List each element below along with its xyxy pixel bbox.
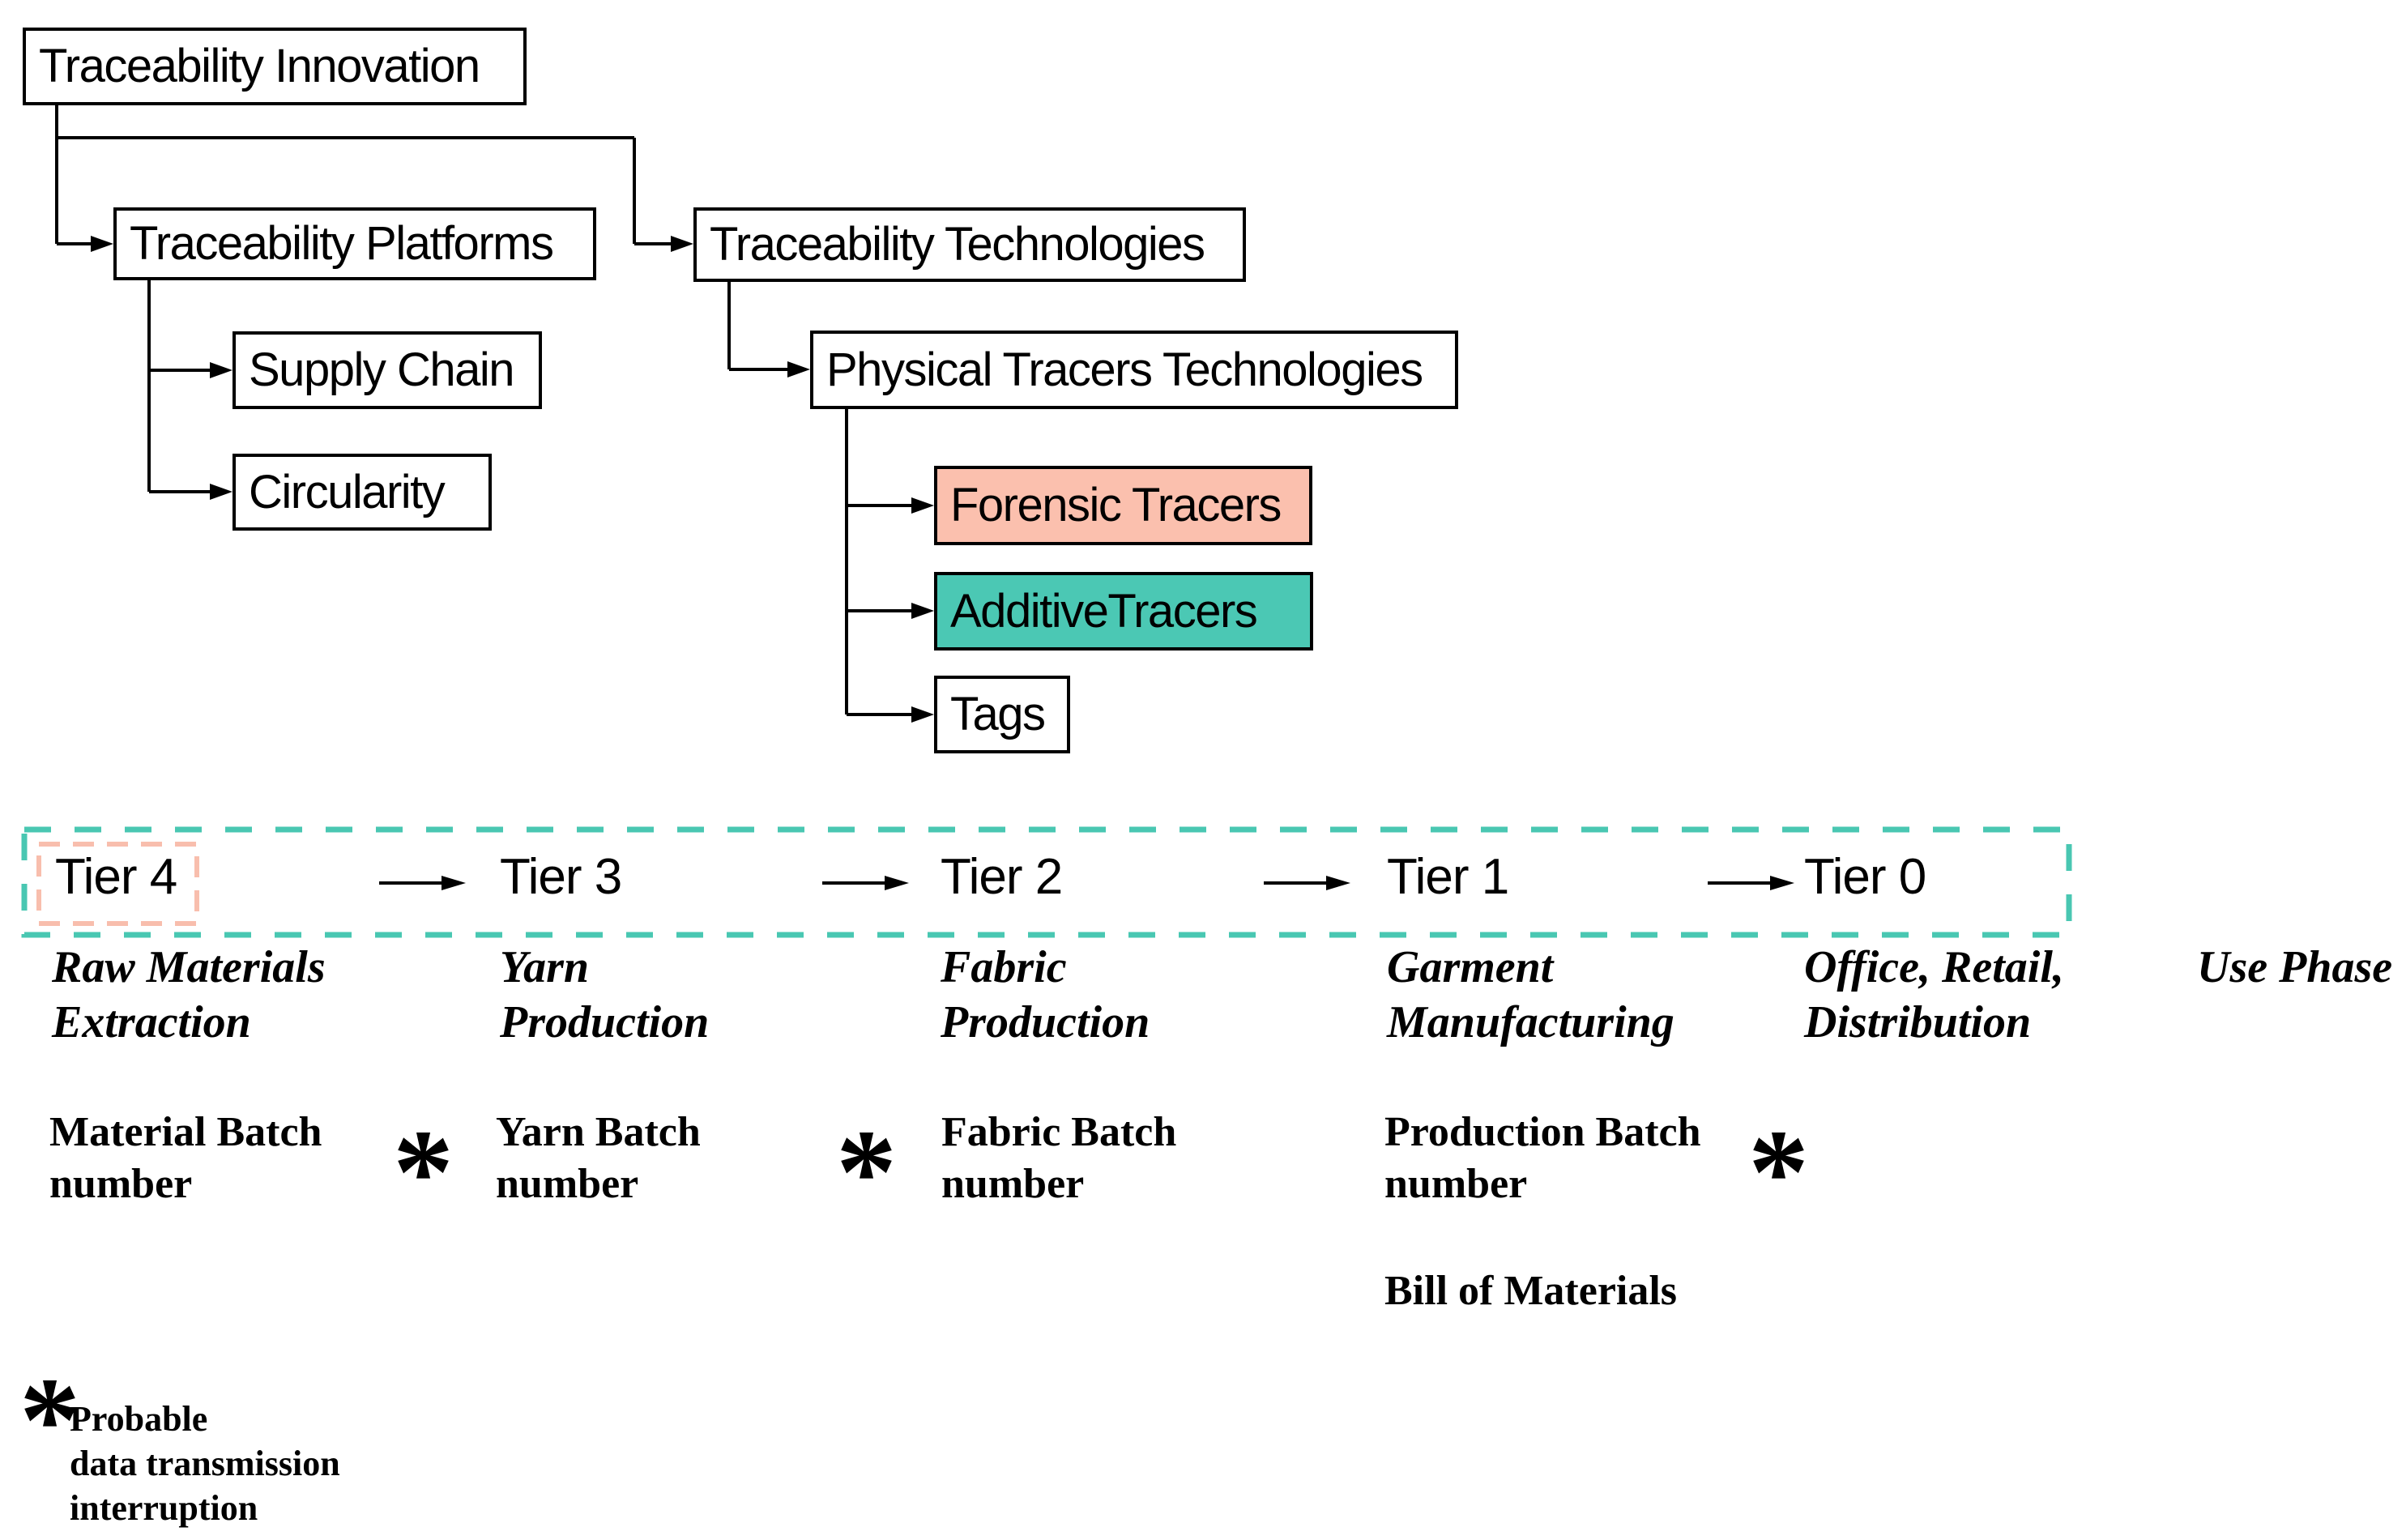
- tier4-highlight-dashed-frame: [36, 842, 199, 926]
- box-supply-chain: Supply Chain: [232, 331, 542, 409]
- arrowhead-tier2: [885, 876, 909, 890]
- supply-chain-flow-dashed-frame: [21, 826, 2072, 938]
- box-tags-label: Tags: [950, 688, 1046, 740]
- tier-4-label: Tier 4: [55, 849, 177, 905]
- box-traceability-platforms: Traceability Platforms: [113, 207, 596, 280]
- arrowhead-physical-tracers: [787, 361, 810, 378]
- tier-3-record: Yarn Batch number: [496, 1109, 701, 1207]
- arrowhead-tier3: [442, 876, 466, 890]
- box-physical-tracers-technologies-label: Physical Tracers Technologies: [826, 343, 1423, 396]
- tier-2-label: Tier 2: [941, 849, 1063, 905]
- box-physical-tracers-technologies: Physical Tracers Technologies: [810, 331, 1458, 409]
- tree-connectors: [55, 105, 911, 716]
- tier-1-stage: Garment Manufacturing: [1387, 942, 1674, 1047]
- tier-1-record-extra: Bill of Materials: [1384, 1268, 1678, 1314]
- arrowhead-forensic: [911, 497, 934, 514]
- box-forensic-tracers: Forensic Tracers: [934, 466, 1312, 545]
- box-additive-tracers: AdditiveTracers: [934, 572, 1313, 651]
- arrowhead-technologies: [671, 236, 693, 252]
- tier-0-label: Tier 0: [1804, 849, 1926, 905]
- box-traceability-innovation-label: Traceability Innovation: [39, 40, 480, 92]
- arrowhead-supply-chain: [210, 362, 232, 378]
- interruption-asterisk-tier1: *: [1748, 1105, 1809, 1239]
- box-traceability-innovation: Traceability Innovation: [23, 28, 527, 105]
- tier-2-stage: Fabric Production: [941, 942, 1150, 1047]
- interruption-asterisk-tier3: *: [836, 1105, 897, 1239]
- arrowhead-tier1: [1326, 876, 1350, 890]
- arrowhead-platforms: [91, 236, 113, 252]
- box-circularity-label: Circularity: [249, 465, 446, 518]
- tier-4-stage: Raw Materials Extraction: [52, 942, 326, 1047]
- arrowhead-additive: [911, 603, 934, 619]
- interruption-asterisk-tier4: *: [393, 1105, 454, 1239]
- tier-2-record: Fabric Batch number: [941, 1109, 1177, 1207]
- box-supply-chain-label: Supply Chain: [249, 343, 515, 396]
- box-traceability-technologies-label: Traceability Technologies: [710, 218, 1205, 271]
- box-circularity: Circularity: [232, 454, 492, 531]
- tier-1-record: Production Batch number: [1384, 1109, 1701, 1207]
- footnote-asterisk: *: [19, 1353, 80, 1487]
- tier-3-label: Tier 3: [500, 849, 622, 905]
- arrowhead-tags: [911, 706, 934, 723]
- tree-arrowheads: [91, 236, 934, 723]
- box-traceability-platforms-label: Traceability Platforms: [130, 217, 554, 270]
- use-phase-label: Use Phase: [2197, 942, 2393, 992]
- box-traceability-technologies: Traceability Technologies: [693, 207, 1246, 282]
- tier-3-stage: Yarn Production: [500, 942, 710, 1047]
- box-forensic-tracers-label: Forensic Tracers: [950, 479, 1282, 531]
- tier-4-record: Material Batch number: [49, 1109, 322, 1207]
- box-tags: Tags: [934, 676, 1070, 753]
- footnote-text: Probable data transmission interruption: [70, 1399, 340, 1528]
- tier-1-label: Tier 1: [1387, 849, 1509, 905]
- tier-0-stage: Office, Retail, Distribution: [1804, 942, 2064, 1047]
- box-additive-tracers-label: AdditiveTracers: [950, 584, 1258, 638]
- arrowhead-circularity: [210, 484, 232, 500]
- arrowhead-tier0: [1770, 876, 1794, 890]
- tier-arrowheads: [442, 876, 1794, 890]
